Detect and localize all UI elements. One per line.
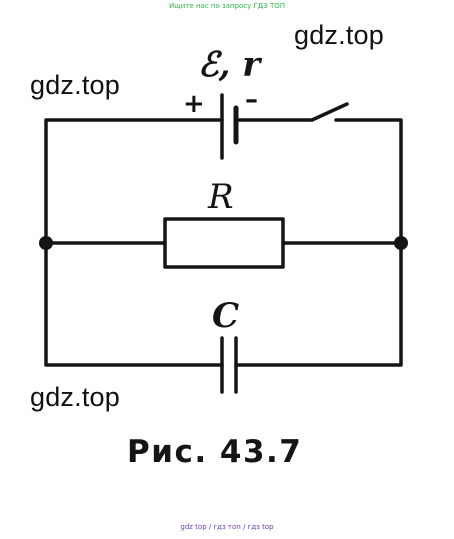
junction-left xyxy=(39,236,53,250)
capacitor-label: C xyxy=(212,296,239,336)
minus-label: – xyxy=(245,85,258,115)
top-wire-right xyxy=(334,118,403,245)
resistor-body xyxy=(163,217,285,269)
watermark-top-right: gdz.top xyxy=(294,20,384,50)
top-wire-left xyxy=(44,118,224,245)
footer-links[interactable]: gdz top / гдз топ / гдз top xyxy=(180,523,274,531)
top-banner[interactable]: Ищите нас по запросу ГДЗ ТОП xyxy=(168,2,286,10)
capacitor-wire-left xyxy=(44,241,224,367)
figure-caption: Рис. 43.7 xyxy=(127,434,302,470)
emf-label: ℰ, r xyxy=(198,45,262,85)
watermark-left-upper: gdz.top xyxy=(30,70,120,100)
watermark-left-lower: gdz.top xyxy=(30,382,120,412)
capacitor-wire-right xyxy=(234,241,403,367)
resistor-label: R xyxy=(207,177,234,217)
switch-blade xyxy=(310,102,349,122)
junction-right xyxy=(394,236,408,250)
plus-label: + xyxy=(183,89,205,119)
